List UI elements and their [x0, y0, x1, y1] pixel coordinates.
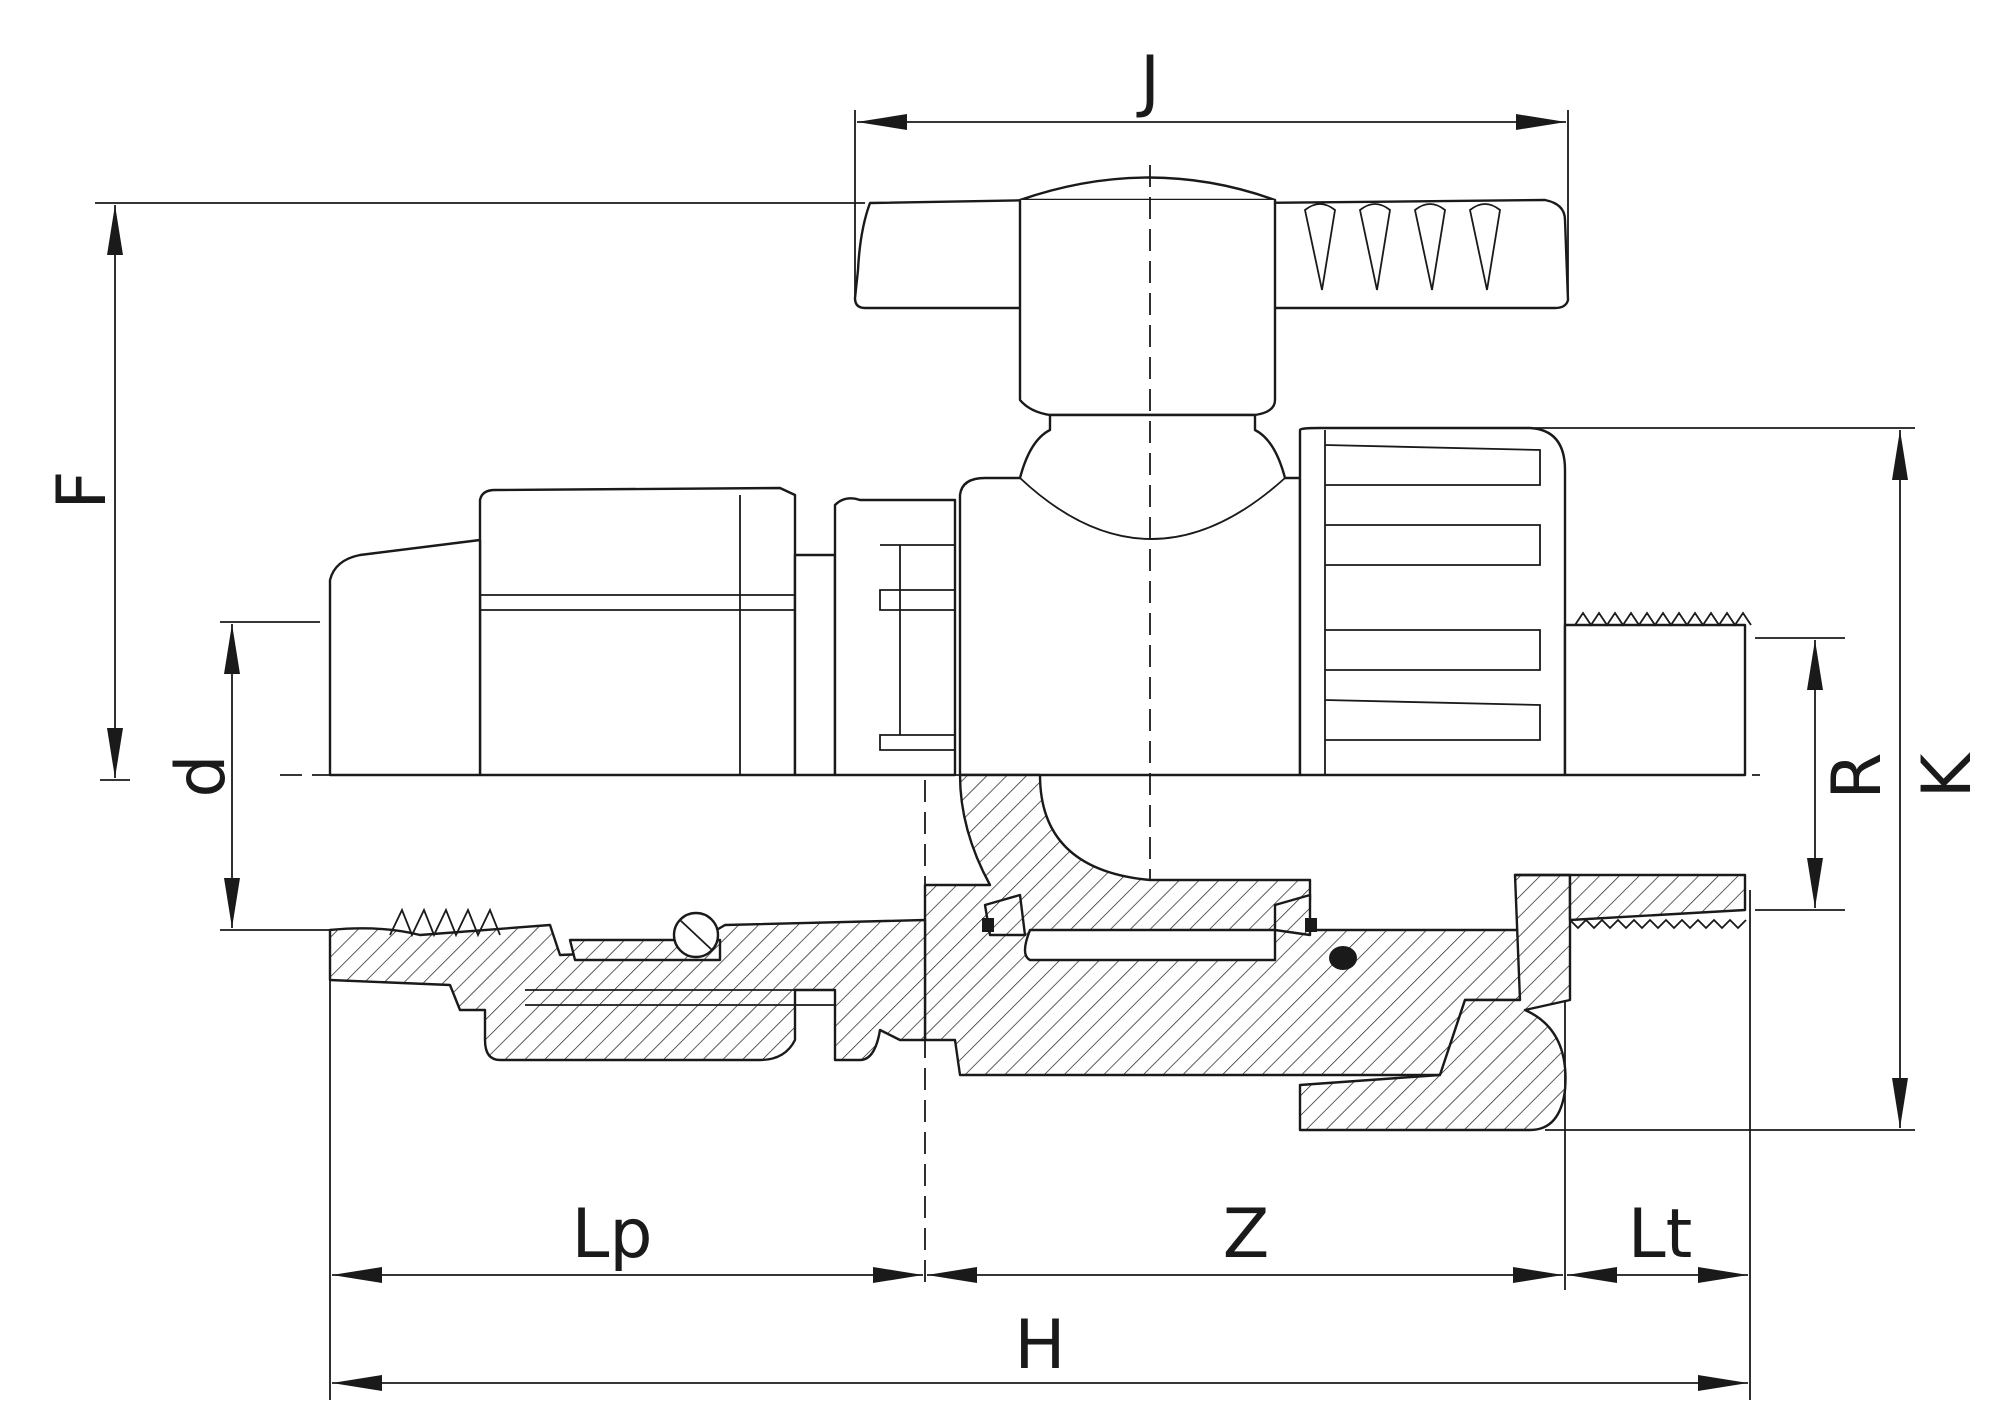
- dimension-lines: [95, 110, 1915, 1400]
- dim-label-z: Z: [1223, 1195, 1270, 1274]
- dim-label-r: R: [1818, 752, 1897, 799]
- dimension-labels: J F d R K Lp Z Lt H: [43, 42, 1987, 1385]
- dim-label-f: F: [43, 470, 122, 509]
- centre-lines: [280, 165, 1760, 1290]
- dim-label-lp: Lp: [571, 1195, 652, 1274]
- dim-label-k: K: [1908, 751, 1987, 798]
- valve-handle: [853, 176, 1570, 417]
- dim-label-lt: Lt: [1628, 1195, 1693, 1274]
- dim-label-d: d: [162, 754, 241, 797]
- valve-section: [328, 773, 1747, 1132]
- dim-label-h: H: [1014, 1306, 1065, 1385]
- valve-body: [328, 413, 1752, 777]
- dim-label-j: J: [1136, 42, 1160, 121]
